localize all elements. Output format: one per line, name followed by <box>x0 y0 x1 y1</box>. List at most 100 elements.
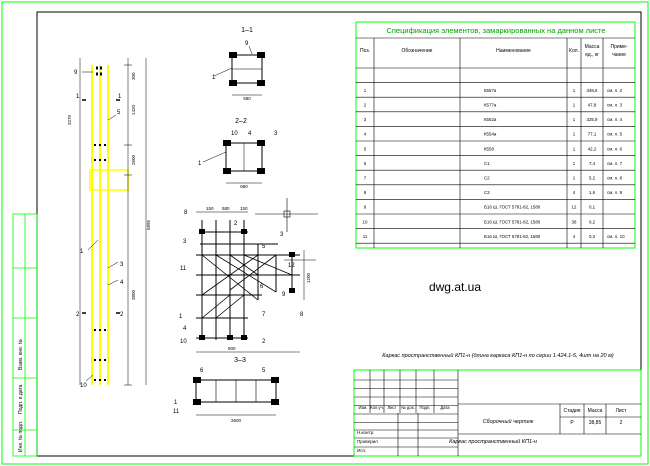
spec-cell-name: К552а <box>484 117 497 122</box>
label-5-plan: 5 <box>262 244 266 250</box>
section-3-3: 3–3 2600 6 5 1 11 <box>173 357 279 423</box>
dim-left-3270: 3270 <box>67 114 72 125</box>
section-2-2-title: 2–2 <box>235 118 247 125</box>
inner-frame <box>36 11 642 457</box>
label-4-s22: 4 <box>248 131 252 137</box>
spec-cell-name: Б16 Ш, ГОСТ 5781-82, 1580 <box>484 205 541 210</box>
tb-col-doc: № док. <box>401 405 414 410</box>
spec-cell-note: см. л. 10 <box>607 234 625 239</box>
spec-cell-pos: 6 <box>364 161 367 166</box>
spec-cell-mass: 77,1 <box>588 132 597 137</box>
tb-row-check: Проверил <box>357 439 378 444</box>
tb-mass: 38,85 <box>589 420 602 426</box>
dim-580: 580 <box>243 96 251 101</box>
tb-mass-header: Масса <box>588 408 603 414</box>
spec-cell-note: см. л. 8 <box>607 176 623 181</box>
label-6-s33: 6 <box>200 368 204 374</box>
dim-580-b: 580 <box>222 206 230 211</box>
watermark: dwg.at.ua <box>429 280 481 294</box>
label-1-plan: 1 <box>179 314 183 320</box>
dim-3-3: 2600 <box>231 418 242 423</box>
spec-header-mass-2: ед., кг <box>585 52 599 58</box>
spec-cell-qty: 1 <box>573 88 576 93</box>
tb-sheet-header: Лист <box>616 408 628 414</box>
spec-cell-name: С1 <box>484 161 490 166</box>
spec-cell-note: см. л. 9 <box>607 190 623 195</box>
spec-cell-name: К577а <box>484 103 497 108</box>
spec-cell-note: см. л. 2 <box>607 88 623 93</box>
spec-header-note-1: Приме- <box>610 44 627 50</box>
spec-cell-qty: 38 <box>572 219 577 224</box>
tb-doc-title: Сборочный чертеж <box>483 418 534 425</box>
spec-cell-note: см. л. 7 <box>607 161 623 166</box>
spec-cell-pos: 1 <box>364 88 367 93</box>
dim-overall: 5895 <box>146 219 151 230</box>
spec-cell-name: К557а <box>484 88 497 93</box>
title-block: Сборочный чертеж Каркас пространственный… <box>353 369 642 457</box>
spec-cell-mass: 0,2 <box>589 219 596 224</box>
spec-cell-qty: 4 <box>573 234 576 239</box>
section-1-1: 1–1 580 1 9 <box>212 27 265 101</box>
stamp-label-sign: Подп. и дата <box>18 384 24 414</box>
spec-header-designation: Обозначение <box>402 48 433 54</box>
tb-row-exec: Исп. <box>357 448 366 453</box>
spec-cell-name: С2 <box>484 176 490 181</box>
tb-stage: Р <box>570 420 574 426</box>
cut-1-left: 1 <box>76 94 80 100</box>
label-9-s11: 9 <box>245 41 249 47</box>
spec-cell-note: см. л. 5 <box>607 132 623 137</box>
spec-cell-note: см. л. 6 <box>607 146 623 151</box>
label-10-s22: 10 <box>231 131 238 137</box>
tb-col-koluch: Кол.уч. <box>370 405 384 410</box>
tb-row-nkontr: Н.контр. <box>357 430 374 435</box>
dim-right-bottom: 3800 <box>131 289 136 300</box>
dim-1200: 1200 <box>306 272 311 283</box>
tb-stage-header: Стадия <box>563 408 580 414</box>
spec-cell-pos: 8 <box>364 190 367 195</box>
label-9-plan: 9 <box>282 292 286 298</box>
spec-cell-mass: 47,8 <box>588 103 597 108</box>
label-4-elev: 4 <box>120 280 124 286</box>
dim-right-lower: 2600 <box>131 154 136 165</box>
spec-cell-pos: 7 <box>364 176 367 181</box>
label-2-plan: 2 <box>234 221 238 227</box>
spec-cell-pos: 9 <box>364 205 367 210</box>
spec-cell-name: Б16 Ш, ГОСТ 5781-82, 1580 <box>484 234 541 239</box>
dim-150-b: 150 <box>240 206 248 211</box>
spec-cell-note: см. л. 4 <box>607 117 623 122</box>
spec-cell-qty: 1 <box>573 132 576 137</box>
label-7-plan: 7 <box>262 312 266 318</box>
tb-col-date: Дата <box>440 405 450 410</box>
dim-right-top: 300 <box>131 72 136 80</box>
spec-cell-mass: 348,6 <box>587 88 599 93</box>
label-1-elev: 1 <box>80 249 84 255</box>
label-8-plan-r: 8 <box>300 312 304 318</box>
section-2-2: 2–2 680 1 10 4 3 <box>198 118 278 189</box>
elevation-view: 3270 300 1420 2600 3800 5895 1 1 2 2 9 1… <box>67 58 151 389</box>
spec-cell-qty: 4 <box>573 190 576 195</box>
tb-col-list: Лист <box>387 405 396 410</box>
spec-cell-name: Б16 Ш, ГОСТ 5781-82, 1580 <box>484 219 541 224</box>
spec-cell-mass: 325,9 <box>587 117 599 122</box>
spec-cell-mass: 5,2 <box>589 176 596 181</box>
spec-header-name: Наименование <box>496 48 531 54</box>
spec-cell-pos: 2 <box>364 103 367 108</box>
cut-2-left: 2 <box>76 312 80 318</box>
label-6-plan: 6 <box>260 284 264 290</box>
label-1-s11: 1 <box>212 75 216 81</box>
plan-view: 150 580 150 1200 800 8 2 3 5 3 11 12 6 9… <box>179 206 316 353</box>
tb-sub-title: Каркас пространственный КП1-н <box>449 438 537 445</box>
spec-cell-name: К55б <box>484 146 494 151</box>
label-10-elev: 10 <box>80 383 87 389</box>
label-1-s33: 1 <box>174 400 178 406</box>
spec-cell-note: см. л. 3 <box>607 103 623 108</box>
spec-header-mass-1: Масса <box>585 44 600 50</box>
spec-table: Спецификация элементов, замаркированных … <box>355 21 636 249</box>
spec-cell-pos: 11 <box>363 234 368 239</box>
spec-cell-mass: 1,6 <box>589 190 596 195</box>
section-3-3-title: 3–3 <box>234 357 246 364</box>
spec-cell-mass: 0,3 <box>589 234 596 239</box>
spec-cell-qty: 1 <box>573 176 576 181</box>
